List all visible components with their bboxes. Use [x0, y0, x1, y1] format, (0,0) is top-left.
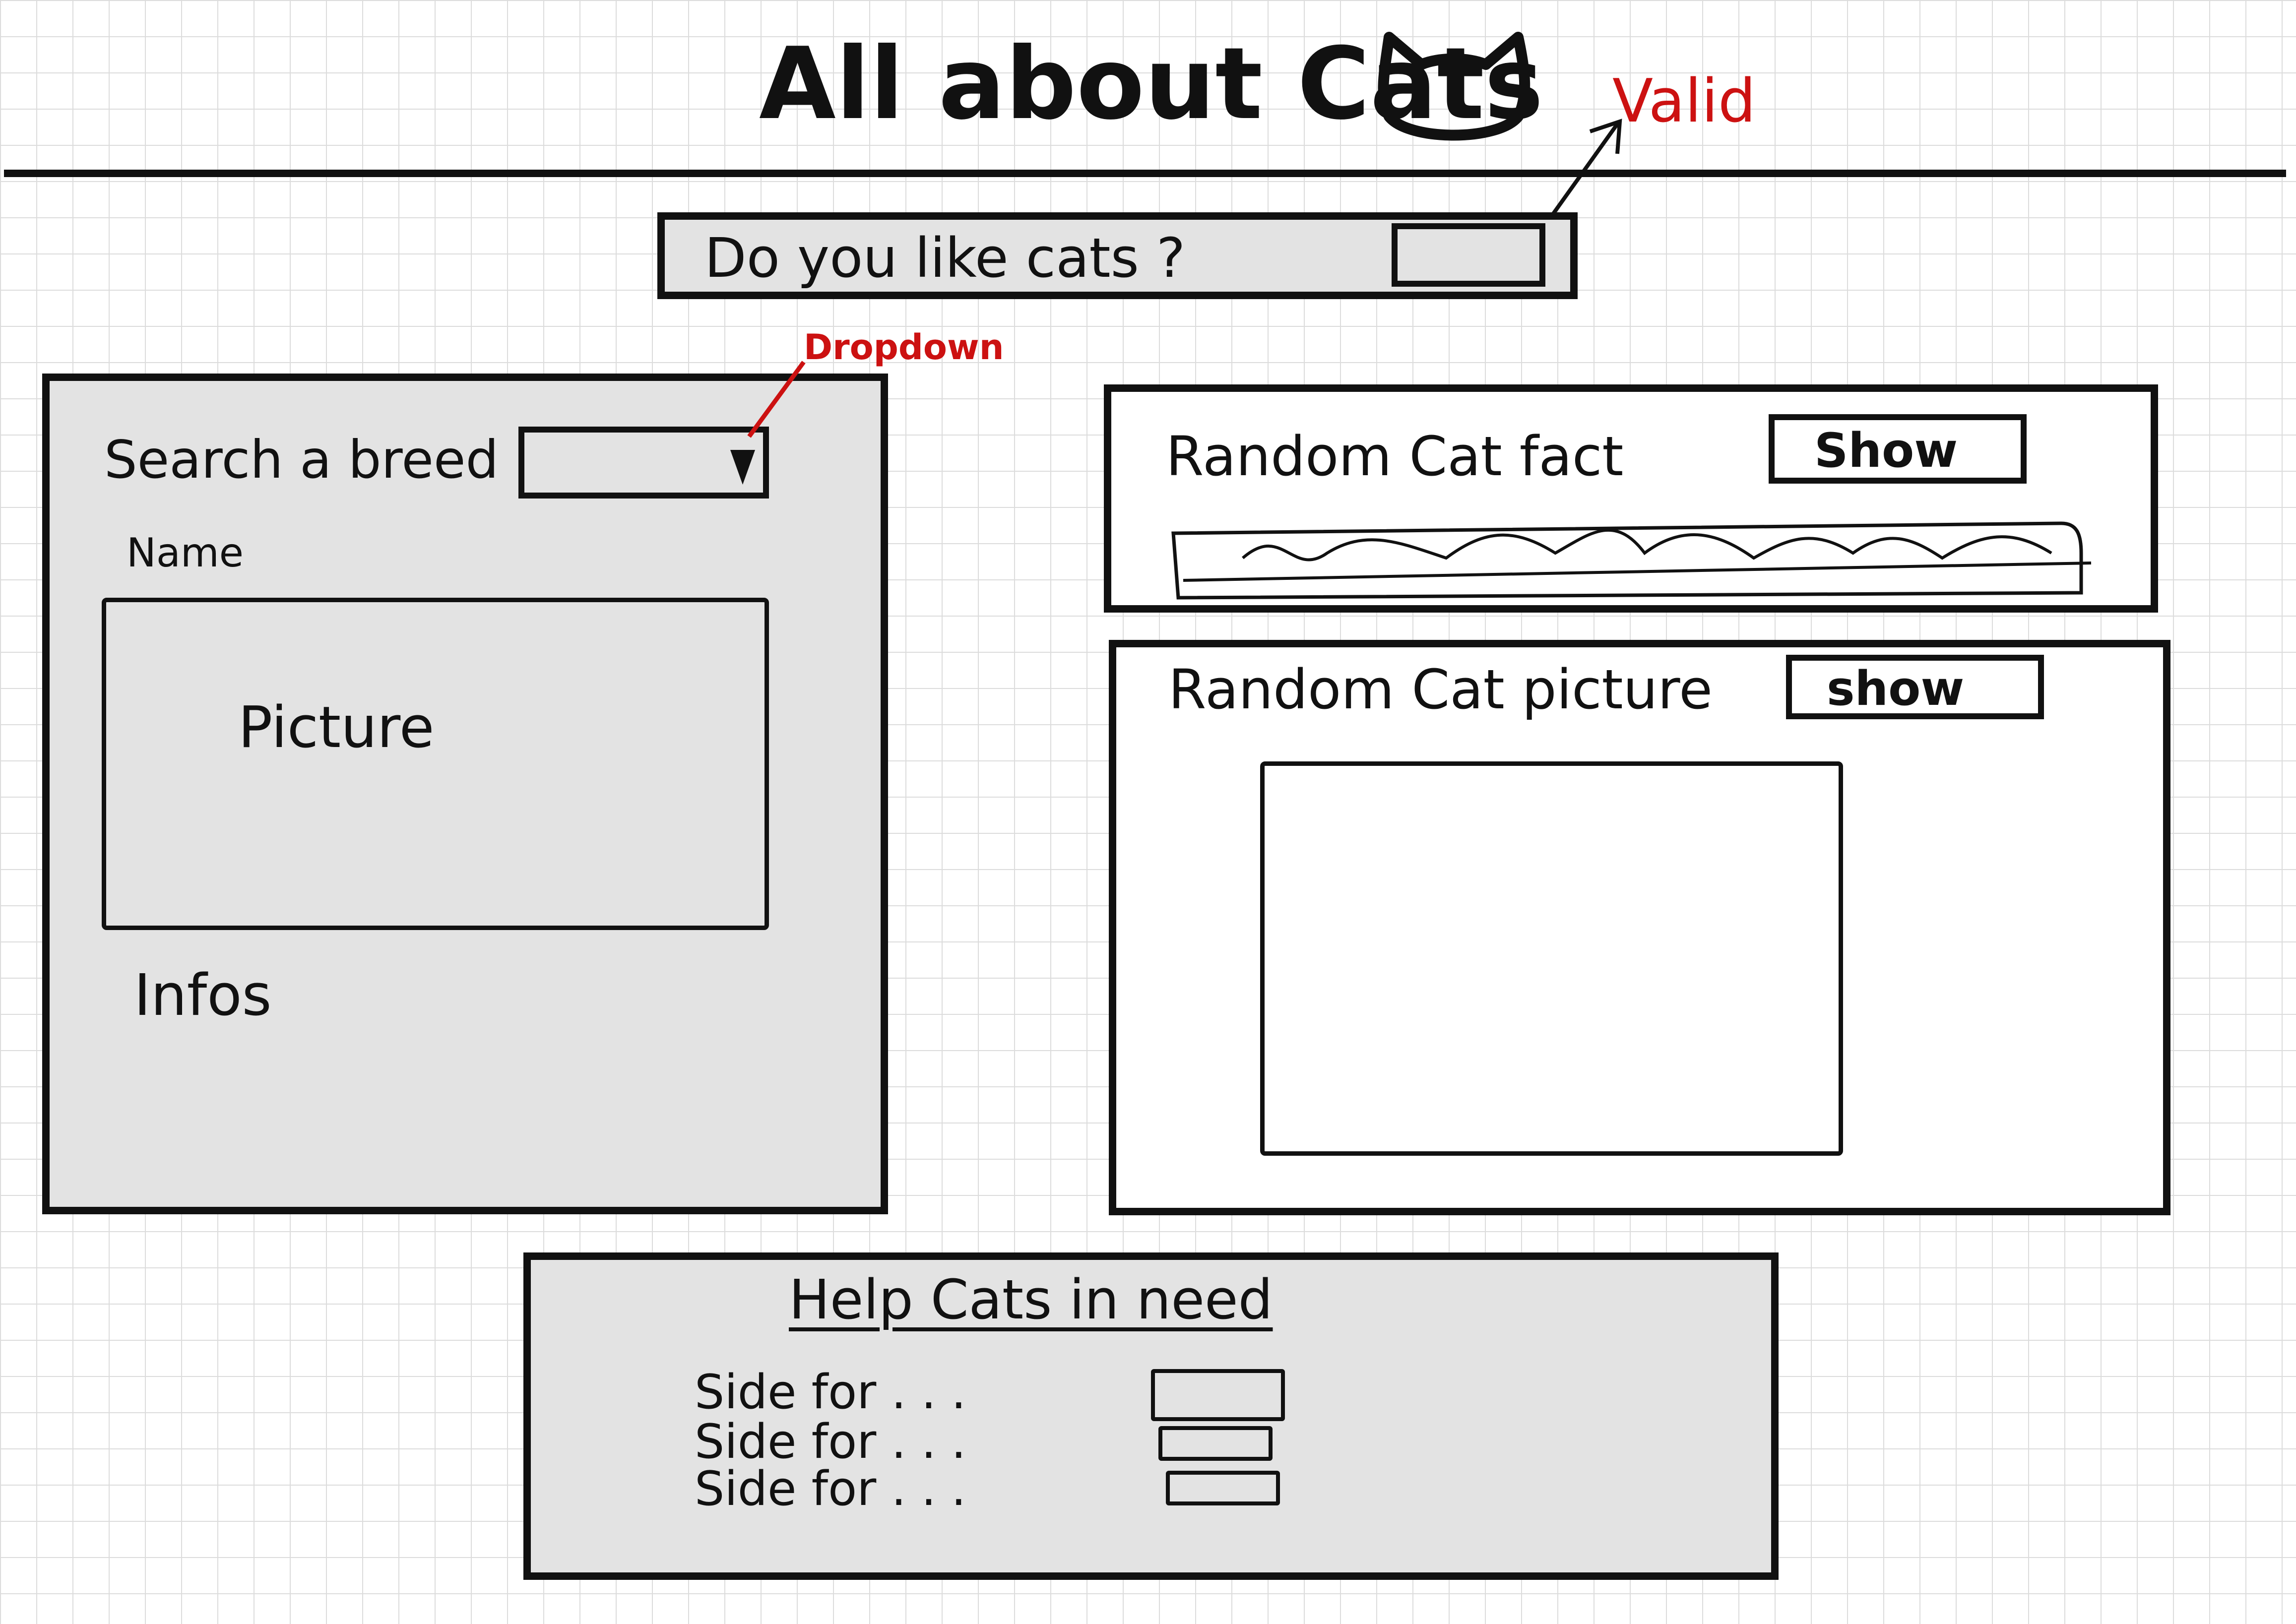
- fact-scroll-text: [1171, 521, 2092, 600]
- breed-dropdown[interactable]: [518, 427, 769, 499]
- header-divider: [4, 170, 2286, 177]
- random-fact-title: Random Cat fact: [1166, 425, 1624, 488]
- search-breed-label: Search a breed: [104, 430, 499, 490]
- breed-panel: [42, 374, 888, 1214]
- random-fact-show-label: Show: [1814, 424, 1958, 478]
- breed-picture-frame: [102, 598, 769, 930]
- random-picture-title: Random Cat picture: [1168, 658, 1713, 721]
- help-link-1-button[interactable]: [1151, 1369, 1285, 1421]
- help-link-2[interactable]: Side for . . .: [695, 1415, 966, 1469]
- random-fact-show-button[interactable]: Show: [1769, 414, 2027, 484]
- valid-annotation: Valid: [1612, 67, 1756, 136]
- random-picture-panel: [1109, 640, 2170, 1215]
- help-link-3-button[interactable]: [1166, 1471, 1280, 1505]
- dropdown-pointer-line: [747, 361, 806, 438]
- help-link-2-button[interactable]: [1158, 1426, 1273, 1461]
- cat-head-icon: [1378, 32, 1531, 141]
- help-link-3[interactable]: Side for . . .: [695, 1462, 966, 1516]
- random-picture-show-label: show: [1827, 662, 1965, 716]
- like-cats-checkbox[interactable]: [1392, 223, 1545, 287]
- help-title: Help Cats in need: [789, 1268, 1273, 1331]
- dropdown-annotation: Dropdown: [804, 327, 1004, 368]
- dropdown-arrow-icon: [730, 450, 755, 485]
- help-link-1[interactable]: Side for . . .: [695, 1365, 966, 1420]
- breed-name-label: Name: [127, 530, 244, 576]
- breed-infos-label: Infos: [134, 962, 272, 1029]
- breed-picture-label: Picture: [238, 694, 435, 761]
- like-cats-label: Do you like cats ?: [704, 226, 1186, 290]
- random-picture-show-button[interactable]: show: [1786, 655, 2044, 719]
- random-picture-frame: [1260, 761, 1843, 1156]
- valid-arrow: [1541, 119, 1622, 230]
